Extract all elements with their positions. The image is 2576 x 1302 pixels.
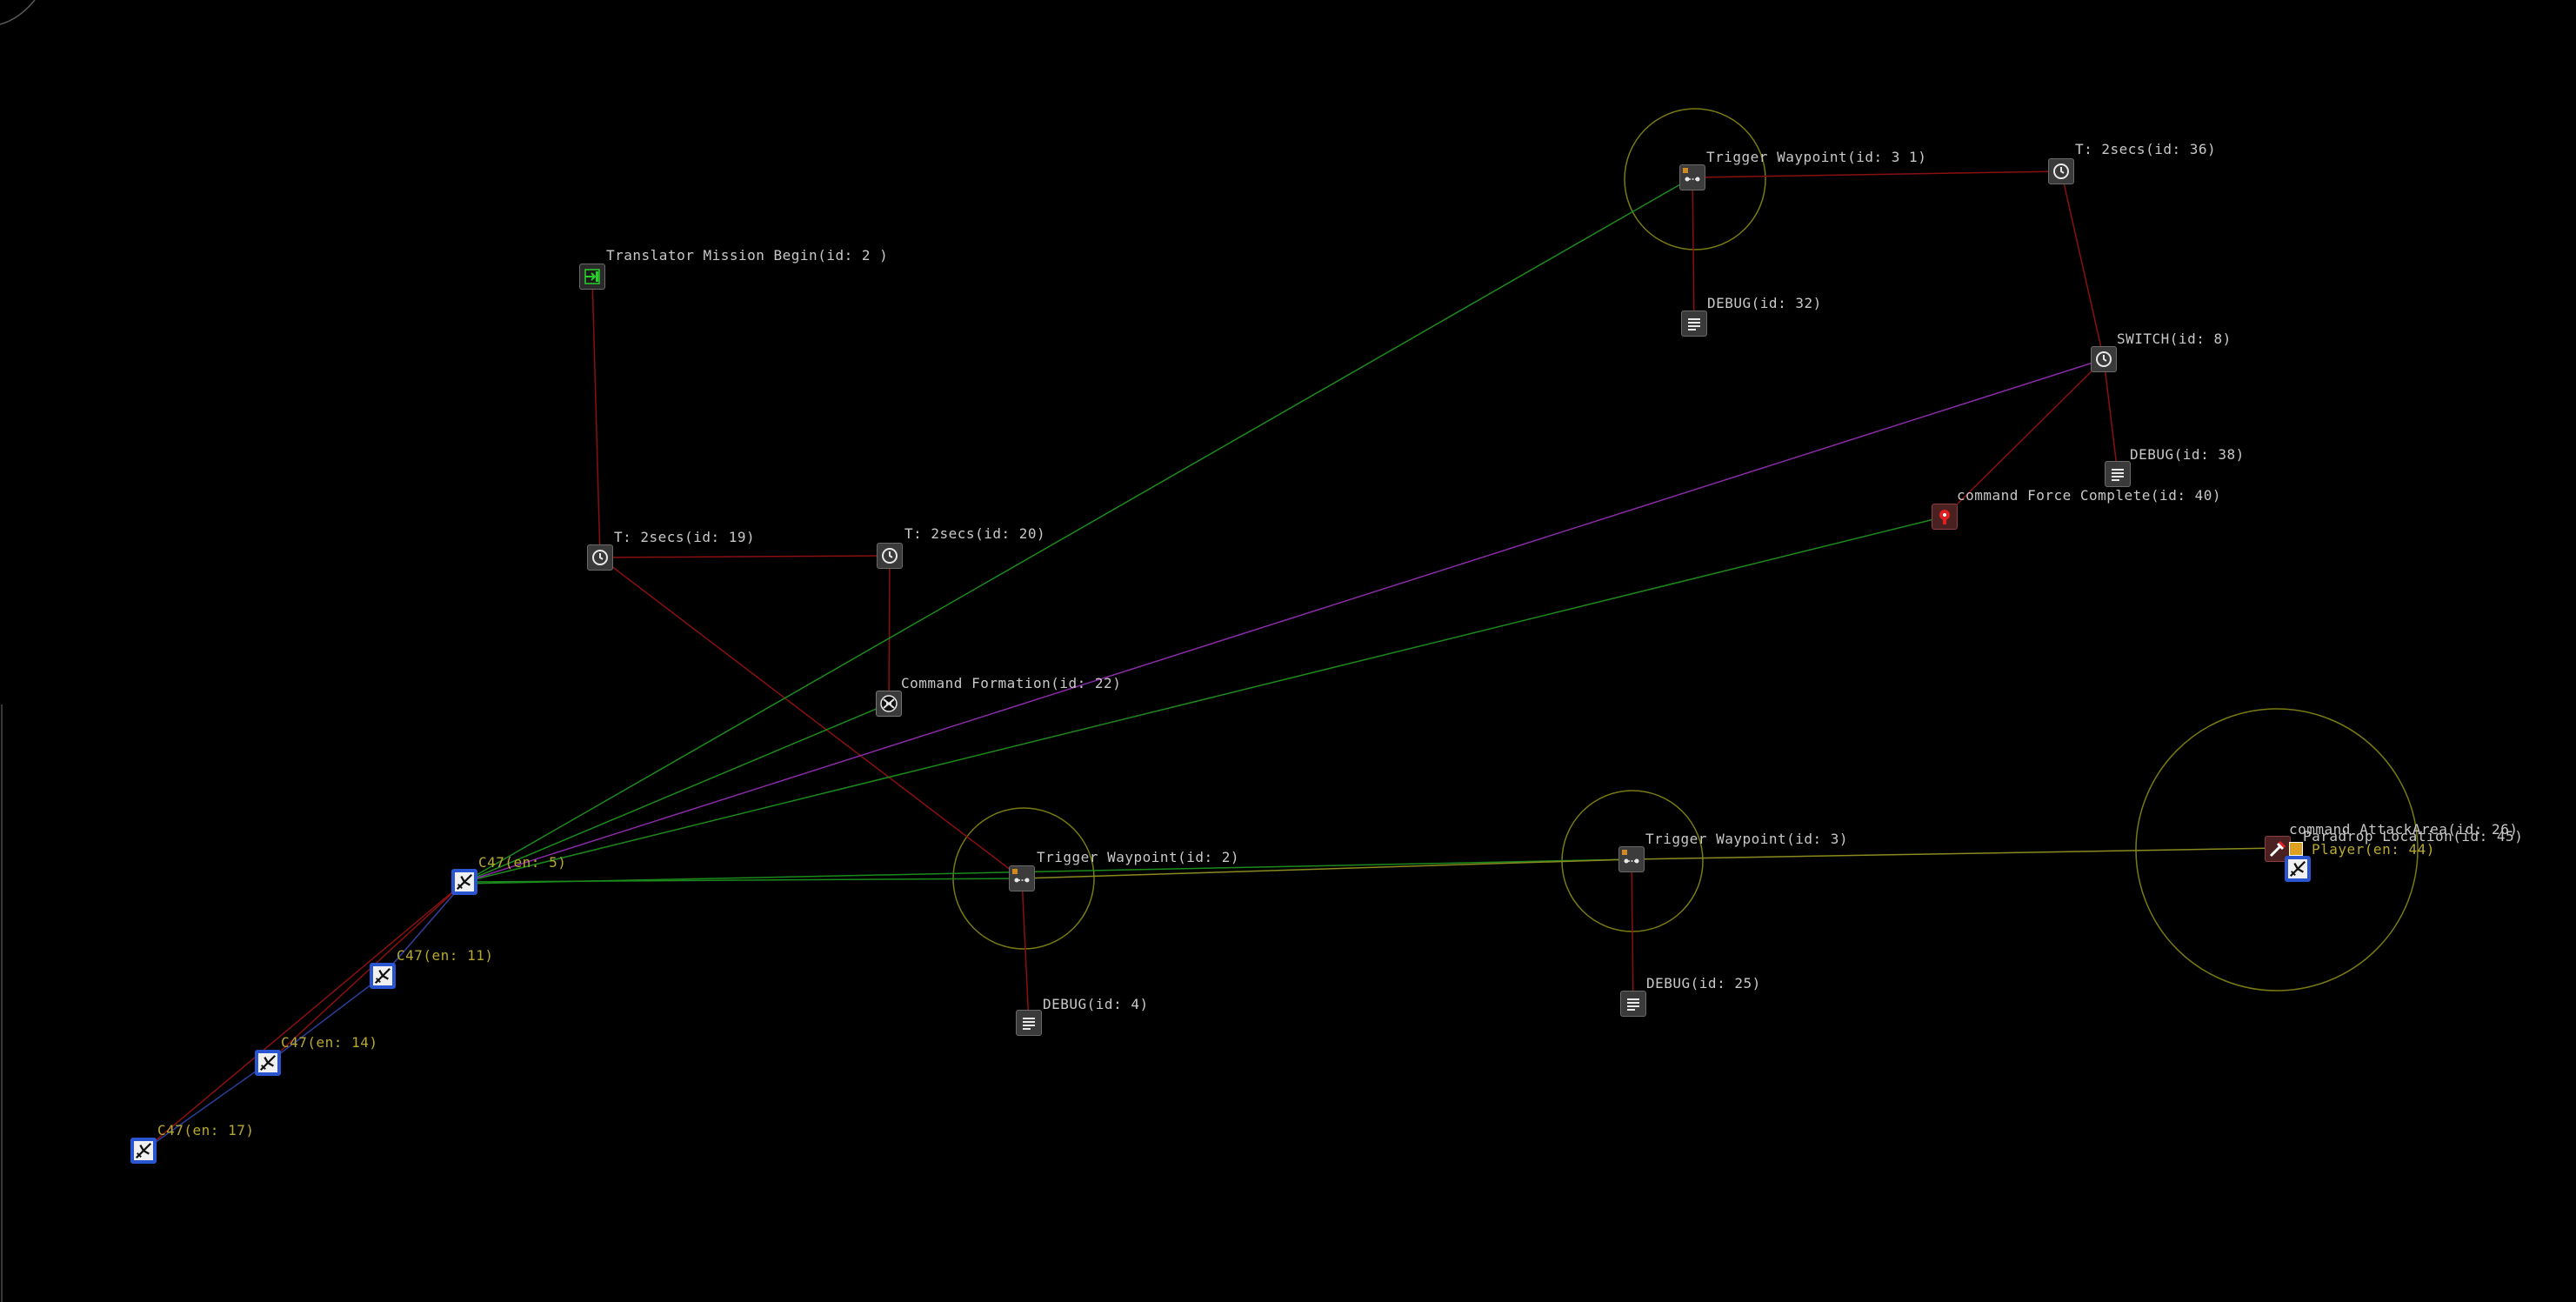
debug-node-38[interactable] xyxy=(2105,461,2131,487)
debug-node-25[interactable] xyxy=(1620,991,1646,1017)
debug-icon xyxy=(1688,318,1700,331)
green-edges xyxy=(464,177,1945,885)
paradrop-location-node[interactable] xyxy=(2289,842,2303,856)
clock-icon xyxy=(592,550,608,565)
debug-25-label: DEBUG(id: 25) xyxy=(1646,975,1761,992)
plane-icon xyxy=(374,967,391,985)
debug-icon xyxy=(2112,469,2124,481)
timer-node-36[interactable] xyxy=(2048,158,2074,184)
command-force-complete-label: command Force Complete(id: 40) xyxy=(1957,487,2221,504)
debug-node-4[interactable] xyxy=(1016,1010,1042,1036)
c47-unit-node-17[interactable] xyxy=(130,1138,157,1164)
c47-unit-node-14[interactable] xyxy=(255,1050,281,1076)
c47-unit-11-label: C47(en: 11) xyxy=(397,947,494,964)
c47-unit-node-5[interactable] xyxy=(451,869,477,895)
debug-32-label: DEBUG(id: 32) xyxy=(1707,295,1822,311)
debug-icon xyxy=(1023,1018,1035,1030)
translator-mission-begin-node[interactable] xyxy=(579,264,605,290)
c47-unit-14-label: C47(en: 14) xyxy=(281,1034,378,1051)
plane-icon xyxy=(456,873,473,891)
translator-mission-begin-label: Translator Mission Begin(id: 2 ) xyxy=(606,247,889,264)
timer-node-19[interactable] xyxy=(587,544,613,571)
clock-icon xyxy=(882,548,898,564)
player-unit-label: Player(en: 44) xyxy=(2312,841,2435,858)
waypoint-icon xyxy=(1622,850,1639,864)
plane-icon xyxy=(135,1142,152,1159)
timer-20-label: T: 2secs(id: 20) xyxy=(904,525,1046,542)
paradrop-location-label: Paradrop Location(id: 45) xyxy=(2303,828,2524,845)
plane-icon xyxy=(2289,860,2306,878)
waypoint-radius-ring xyxy=(1624,108,1766,250)
timer-36-label: T: 2secs(id: 36) xyxy=(2075,141,2217,157)
debug-38-label: DEBUG(id: 38) xyxy=(2130,446,2245,463)
command-formation-node[interactable] xyxy=(876,691,902,717)
switch-8-label: SWITCH(id: 8) xyxy=(2117,331,2232,347)
corner-arc xyxy=(0,0,36,25)
debug-icon xyxy=(1627,998,1639,1011)
timer-node-20[interactable] xyxy=(877,543,903,569)
force-complete-icon xyxy=(1939,510,1950,524)
attack-icon xyxy=(2269,840,2286,858)
trigger-waypoint-31-label: Trigger Waypoint(id: 3 1) xyxy=(1706,149,1927,165)
c47-unit-17-label: C47(en: 17) xyxy=(157,1122,255,1138)
waypoint-icon xyxy=(1012,869,1030,883)
clock-icon xyxy=(2096,351,2112,367)
trigger-waypoint-3-label: Trigger Waypoint(id: 3) xyxy=(1645,831,1849,847)
olive-edges xyxy=(1021,847,2279,879)
command-force-complete-node[interactable] xyxy=(1932,504,1958,530)
unit-chain-edges xyxy=(143,881,465,1152)
attack-area-radius-ring xyxy=(2135,708,2419,992)
trigger-waypoint-2-label: Trigger Waypoint(id: 2) xyxy=(1037,849,1240,865)
purple-edge xyxy=(464,358,2105,883)
switch-node-8[interactable] xyxy=(2091,346,2117,372)
plane-icon xyxy=(259,1054,277,1072)
clock-icon xyxy=(2053,164,2069,179)
red-edges xyxy=(143,170,2119,1152)
command-formation-label: Command Formation(id: 22) xyxy=(901,675,1122,691)
timer-19-label: T: 2secs(id: 19) xyxy=(614,529,756,545)
trigger-waypoint-node-2[interactable] xyxy=(1009,865,1035,891)
enter-icon xyxy=(584,269,600,284)
formation-icon xyxy=(880,695,898,712)
c47-unit-5-label: C47(en: 5) xyxy=(478,854,567,871)
waypoint-icon xyxy=(1683,168,1700,182)
debug-node-32[interactable] xyxy=(1681,310,1707,337)
command-attack-area-label: command AttackArea(id: 26) xyxy=(2289,821,2519,838)
player-unit-node[interactable] xyxy=(2285,856,2311,882)
trigger-waypoint-node-31[interactable] xyxy=(1679,164,1705,190)
c47-unit-node-11[interactable] xyxy=(370,963,396,989)
debug-4-label: DEBUG(id: 4) xyxy=(1043,996,1149,1012)
trigger-waypoint-node-3[interactable] xyxy=(1618,846,1645,872)
